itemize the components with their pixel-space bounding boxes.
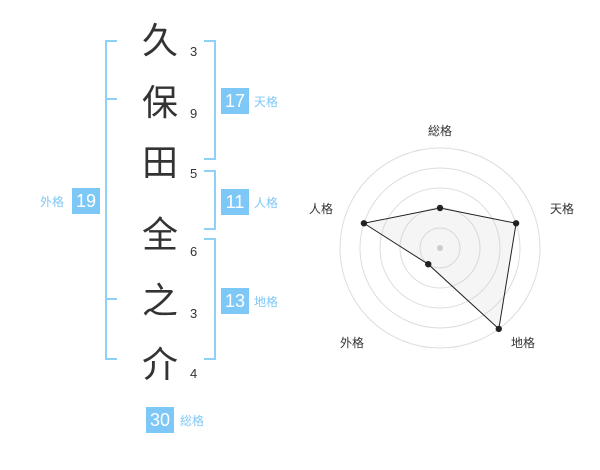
jinkaku-label: 人格 xyxy=(254,196,279,210)
radar-point-4 xyxy=(425,260,432,268)
radar-point-5 xyxy=(360,220,368,227)
stroke-count-1: 3 xyxy=(190,44,198,59)
name-char-2: 保 xyxy=(141,83,178,124)
chikaku-value: 13 xyxy=(221,288,249,314)
radar-polygon xyxy=(362,207,517,330)
radar-ring-1 xyxy=(419,227,461,269)
radar-center-dot xyxy=(437,245,443,251)
stroke-count-2: 9 xyxy=(190,106,198,121)
chikaku-label: 地格 xyxy=(254,295,279,309)
name-char-3: 田 xyxy=(141,143,178,184)
name-char-4: 全 xyxy=(141,215,178,256)
radar-ring-5 xyxy=(339,147,541,349)
radar-label-gaikaku: 外格 xyxy=(340,336,365,350)
soukaku-value: 30 xyxy=(146,407,174,433)
gaikaku-value: 19 xyxy=(72,188,100,214)
radar-label-jinkaku: 人格 xyxy=(309,202,334,216)
radar-point-3 xyxy=(495,325,502,333)
radar-ring-3 xyxy=(379,187,501,309)
radar-label-soukaku: 総格 xyxy=(428,124,453,138)
stroke-count-6: 4 xyxy=(190,366,198,381)
radar-label-tenkaku: 天格 xyxy=(550,202,575,216)
stroke-count-3: 5 xyxy=(190,166,198,181)
name-char-1: 久 xyxy=(141,21,178,62)
tenkaku-label: 天格 xyxy=(254,95,279,109)
radar-point-2 xyxy=(512,220,520,227)
stroke-count-4: 6 xyxy=(190,244,198,259)
gaikaku-label: 外格 xyxy=(40,195,65,209)
stroke-count-5: 3 xyxy=(190,306,198,321)
radar-point-1 xyxy=(436,204,444,212)
radar-label-chikaku: 地格 xyxy=(511,336,536,350)
jinkaku-value: 11 xyxy=(221,189,249,215)
name-char-6: 介 xyxy=(141,345,178,386)
radar-ring-4 xyxy=(359,167,521,329)
soukaku-label: 総格 xyxy=(180,414,205,428)
tenkaku-value: 17 xyxy=(221,88,249,114)
name-char-5: 之 xyxy=(141,281,178,322)
